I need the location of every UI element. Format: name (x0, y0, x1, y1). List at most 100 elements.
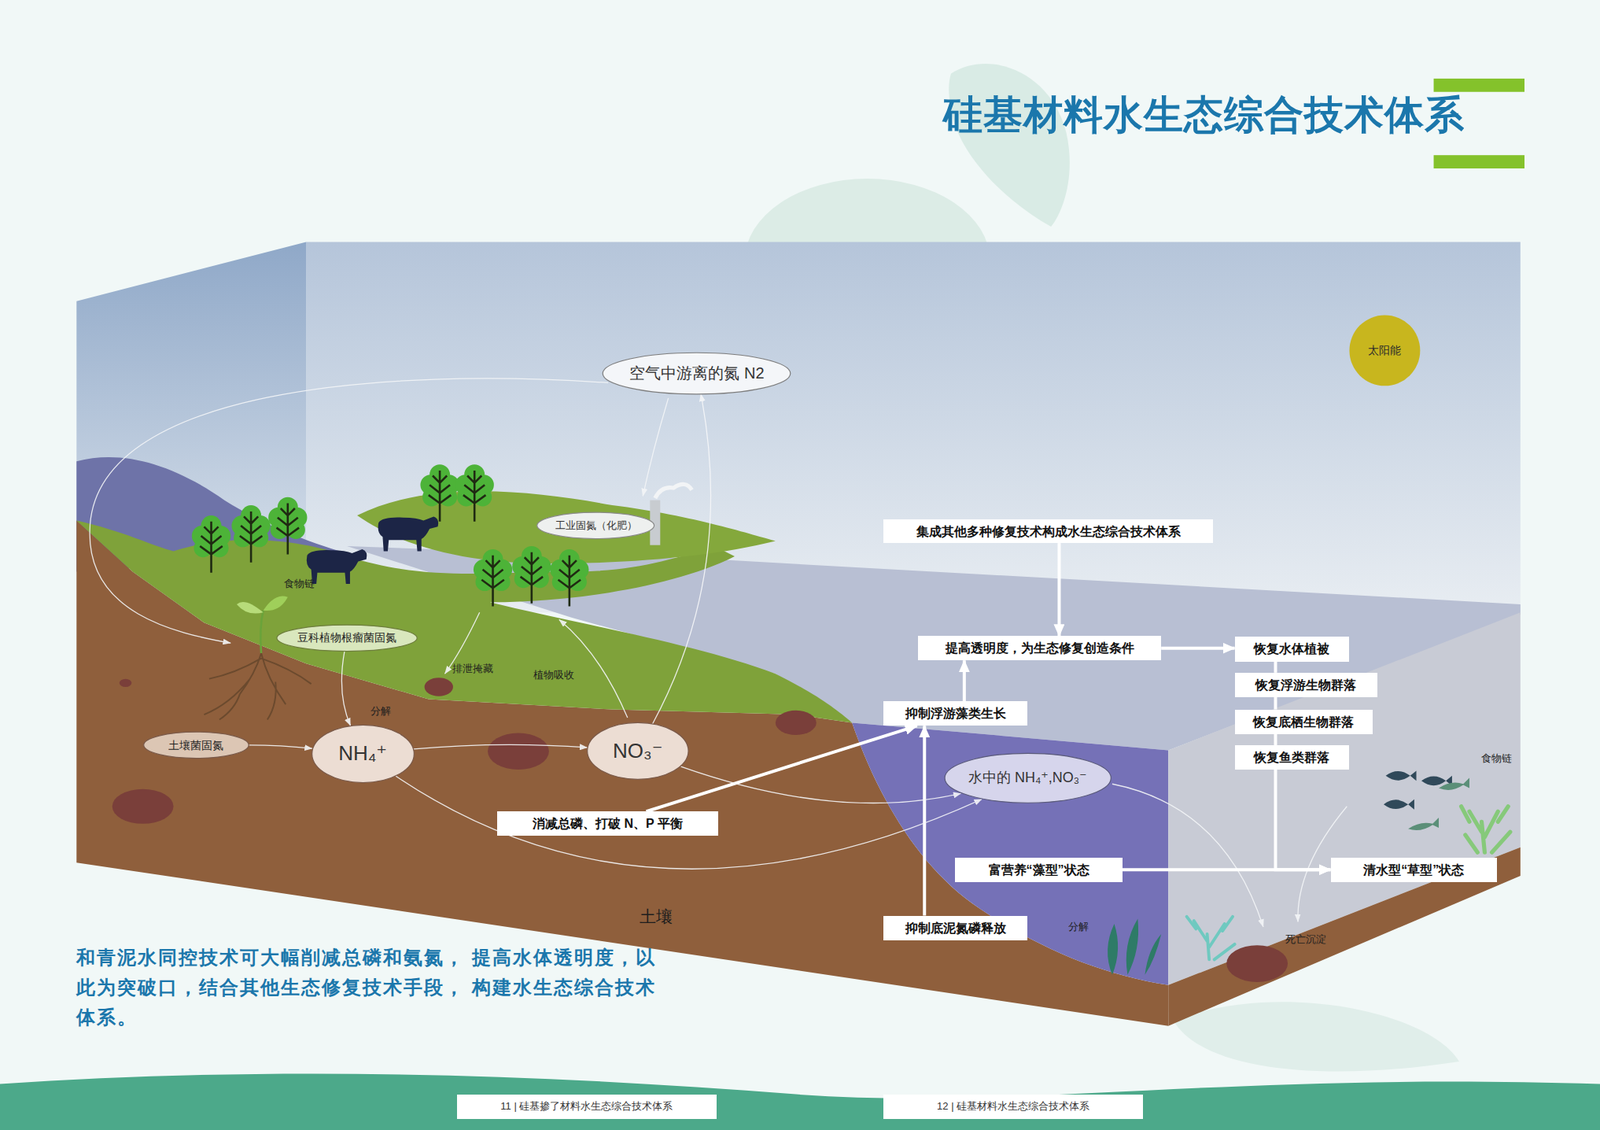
flow-arrow (1273, 733, 1277, 745)
cycle-arrow (89, 378, 1347, 927)
node-text: 恢复底栖生物群落 (1253, 714, 1354, 730)
soil-spot (112, 677, 1288, 982)
soil-side (1168, 847, 1521, 1026)
text-box: 恢复鱼类群落 (1235, 744, 1350, 770)
annotation-label: 食物链 (283, 577, 315, 590)
trees (191, 464, 590, 606)
node-text: 豆科植物根瘤菌固氮 (297, 630, 397, 645)
chimney (655, 483, 693, 498)
cycle-arrow (249, 744, 313, 749)
node-text: 工业固氮（化肥） (555, 519, 638, 532)
coral (1461, 806, 1511, 852)
trees (473, 549, 513, 607)
outline-shape (311, 724, 414, 782)
cows (306, 549, 368, 584)
trees (455, 464, 495, 522)
cycle-arrow (395, 775, 982, 869)
sun-circle: 太阳能 (1349, 314, 1421, 387)
trees (549, 549, 589, 607)
node-text: 空气中游离的氮 N2 (629, 363, 764, 383)
outline-shape (276, 624, 417, 651)
node-text: 抑制底泥氮磷释放 (905, 920, 1007, 936)
flow-arrow (1275, 769, 1331, 870)
node-text: NO₃⁻ (612, 738, 663, 764)
flow-arrow (1057, 542, 1061, 636)
outline-shape (944, 753, 1111, 804)
seaweed (1107, 917, 1162, 974)
trees (268, 497, 307, 555)
text-box: 消减总磷、打破 N、P 平衡 (497, 811, 719, 836)
node-text: 集成其他多种修复技术构成水生态综合技术体系 (916, 523, 1181, 539)
lake-water (851, 722, 1169, 985)
node-text: 水中的 NH₄⁺,NO₃⁻ (968, 769, 1088, 787)
node-text: 清水型“草型”状态 (1363, 862, 1464, 878)
text-box: 12 | 硅基材料水生态综合技术体系 (883, 1094, 1143, 1119)
fish (1383, 770, 1470, 830)
trees (191, 515, 231, 573)
text-box: 恢复水体植被 (1235, 636, 1350, 661)
node-text: 太阳能 (1367, 343, 1401, 358)
ellipse-node: NH₄⁺ (311, 724, 415, 783)
ellipse-node: 工业固氮（化肥） (536, 512, 655, 539)
decor-shape (948, 63, 1070, 227)
text-box: 恢复浮游生物群落 (1235, 672, 1379, 697)
outline-shape (1349, 314, 1420, 386)
flow-arrow (1161, 646, 1235, 650)
node-text: 11 | 硅基掺了材料水生态综合技术体系 (500, 1099, 673, 1113)
annotation-label: 分解 (1068, 920, 1089, 933)
text-box: 抑制底泥氮磷释放 (883, 915, 1028, 941)
outline-shape (587, 722, 689, 780)
flow-arrow (1122, 867, 1331, 871)
node-text: NH₄⁺ (338, 741, 388, 766)
fish (1386, 770, 1417, 781)
trees (231, 505, 270, 563)
cycle-arrow (413, 744, 588, 749)
cycle-arrow (642, 398, 668, 497)
cycle-arrow (341, 651, 351, 726)
text-box: 富营养“藻型”状态 (954, 857, 1123, 882)
cycle-arrow (681, 766, 962, 803)
text-box: 集成其他多种修复技术构成水生态综合技术体系 (883, 519, 1213, 543)
text-box: 恢复底栖生物群落 (1235, 709, 1373, 734)
fish (1438, 777, 1470, 789)
flow-arrow (1273, 696, 1277, 710)
cows (306, 516, 439, 584)
caption-text: 和青泥水同控技术可大幅削减总磷和氨氮， 提高水体透明度，以此为突破口，结合其他生… (76, 942, 659, 1033)
page-title: 硅基材料水生态综合技术体系 (943, 91, 1465, 139)
node-text: 恢复鱼类群落 (1253, 749, 1330, 765)
node-text: 恢复浮游生物群落 (1255, 677, 1357, 693)
ellipse-node: 水中的 NH₄⁺,NO₃⁻ (943, 752, 1112, 804)
text-box: 清水型“草型”状态 (1330, 857, 1497, 882)
node-text: 抑制浮游藻类生长 (905, 705, 1007, 721)
soil-spot (119, 678, 133, 687)
text-box: 抑制浮游藻类生长 (883, 700, 1028, 726)
ellipse-node: NO₃⁻ (586, 722, 690, 780)
cycle-arrow (652, 394, 712, 724)
node-text: 恢复水体植被 (1253, 641, 1330, 657)
flow-arrow (646, 725, 918, 812)
annotation-label: 植物吸收 (533, 668, 575, 682)
cycle-arrow (1112, 783, 1264, 927)
title-bar (1434, 154, 1525, 169)
ellipse-node: 豆科植物根瘤菌固氮 (276, 624, 418, 652)
trees (512, 545, 551, 604)
flow-arrow (962, 659, 966, 701)
outline-shape (143, 731, 249, 758)
node-text: 12 | 硅基材料水生态综合技术体系 (936, 1099, 1090, 1113)
annotation-label: 分解 (370, 704, 391, 718)
title-bar (1434, 78, 1525, 93)
soil-spot (1226, 944, 1288, 982)
text-box: 11 | 硅基掺了材料水生态综合技术体系 (457, 1094, 716, 1119)
annotation-label: 食物链 (1481, 752, 1512, 765)
cycle-arrow (89, 378, 609, 643)
sprout (263, 595, 288, 611)
annotation-label: 排泄掩藏 (452, 662, 494, 675)
node-text: 富营养“藻型”状态 (988, 862, 1090, 878)
fish (1408, 817, 1439, 830)
soil-spot (775, 710, 817, 735)
node-text: 提高透明度，为生态修复创造条件 (945, 640, 1135, 656)
trees (420, 464, 459, 522)
